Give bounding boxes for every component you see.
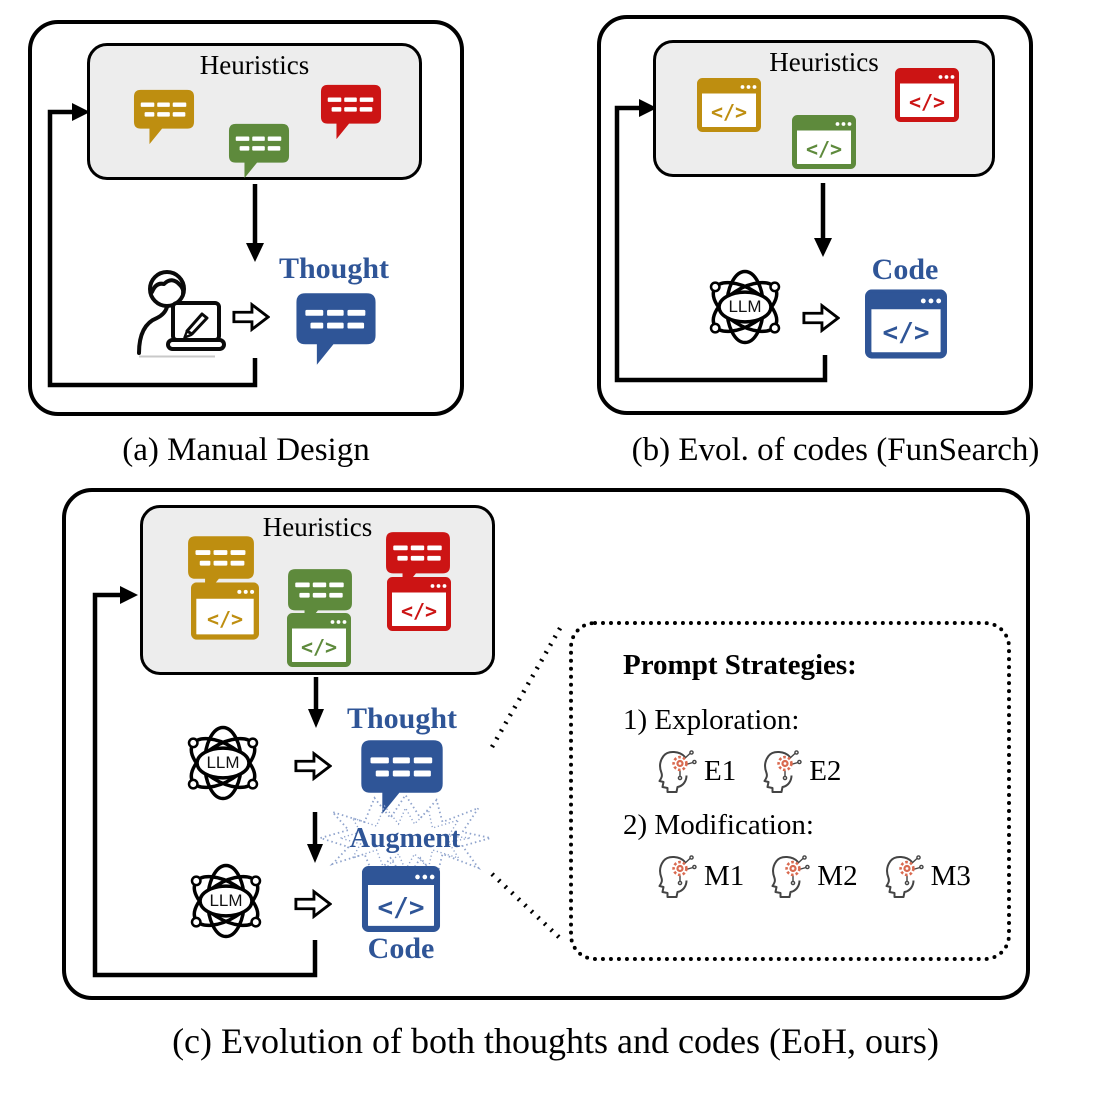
augment-burst [317, 793, 491, 883]
down-arrow-1-head [308, 709, 324, 728]
llm-label: LLM [209, 891, 243, 910]
modification-tag: M2 [817, 859, 858, 892]
modification-heading: 2) Modification: [623, 809, 814, 841]
panel-eoh: Heuristics </> </> </> Thought LLM Augme… [62, 488, 1030, 1000]
block-arrow-icon [232, 301, 270, 333]
code-label: Code [367, 932, 435, 965]
code-window-icon-gold: </> [697, 78, 761, 132]
down-arrow-head [246, 243, 264, 262]
code-window-icon-gold: </> [191, 582, 259, 640]
modification-row: M1 M2 M3 [653, 854, 999, 898]
code-window-icon-green: </> [287, 613, 351, 667]
code-glyph: </> [206, 606, 244, 631]
modification-tag: M1 [704, 859, 745, 892]
head-gear-icon [758, 749, 802, 793]
heuristics-label: Heuristics [769, 47, 879, 77]
code-window-icon-red: </> [387, 576, 451, 632]
code-window-icon-red: </> [895, 67, 959, 123]
thought-bubble-icon [295, 292, 377, 366]
feedback-loop-arrow-head [120, 586, 138, 604]
code-glyph: </> [882, 318, 930, 349]
block-arrow-icon-1 [294, 750, 332, 782]
code-label: Code [871, 253, 939, 286]
llm-label: LLM [728, 297, 762, 316]
llm-atom-icon-2: LLM [178, 853, 274, 949]
speech-bubble-icon-green [228, 122, 290, 180]
thought-label: Thought [346, 702, 458, 735]
down-arrow-head [814, 238, 832, 257]
code-glyph: </> [908, 90, 946, 115]
code-window-icon-blue: </> [865, 289, 947, 359]
prompt-strategies-box: Prompt Strategies: 1) Exploration: E1 E2… [569, 621, 1011, 961]
code-glyph: </> [805, 137, 843, 162]
llm-atom-icon-1: LLM [175, 715, 271, 811]
exploration-tag: E1 [704, 754, 737, 787]
llm-label: LLM [206, 753, 240, 772]
code-glyph: </> [377, 892, 425, 923]
thought-label: Thought [278, 252, 390, 285]
llm-atom-icon: LLM [697, 259, 793, 355]
code-window-icon-blue: </> [357, 866, 445, 932]
callout-dotted-line-top [490, 621, 565, 749]
caption-b: (b) Evol. of codes (FunSearch) [631, 432, 1040, 468]
block-arrow-icon [802, 302, 840, 334]
person-laptop-icon [127, 263, 227, 363]
heuristics-label: Heuristics [199, 50, 310, 80]
exploration-tag: E2 [809, 754, 842, 787]
block-arrow-icon-2 [294, 888, 332, 920]
heuristics-label: Heuristics [262, 512, 373, 542]
code-glyph: </> [710, 100, 748, 125]
callout-dotted-line-bottom [490, 872, 565, 943]
speech-bubble-icon-red [320, 83, 382, 141]
exploration-heading: 1) Exploration: [623, 704, 800, 736]
head-gear-icon [880, 854, 924, 898]
modification-tag: M3 [930, 859, 971, 892]
head-gear-icon [766, 854, 810, 898]
head-gear-icon [653, 749, 697, 793]
code-glyph: </> [300, 635, 338, 660]
speech-bubble-icon-gold [133, 88, 195, 146]
caption-a: (a) Manual Design [122, 432, 370, 468]
code-glyph: </> [400, 599, 438, 624]
caption-c: (c) Evolution of both thoughts and codes… [172, 1021, 939, 1061]
panel-manual-design: Heuristics Thought [28, 20, 464, 416]
prompt-strategies-title: Prompt Strategies: [623, 649, 857, 681]
exploration-row: E1 E2 [653, 749, 999, 793]
augment-label: Augment [349, 823, 461, 854]
code-window-icon-green: </> [792, 115, 856, 169]
head-gear-icon [653, 854, 697, 898]
panel-funsearch: Heuristics </> </> </> LLM Code </> [597, 15, 1033, 415]
